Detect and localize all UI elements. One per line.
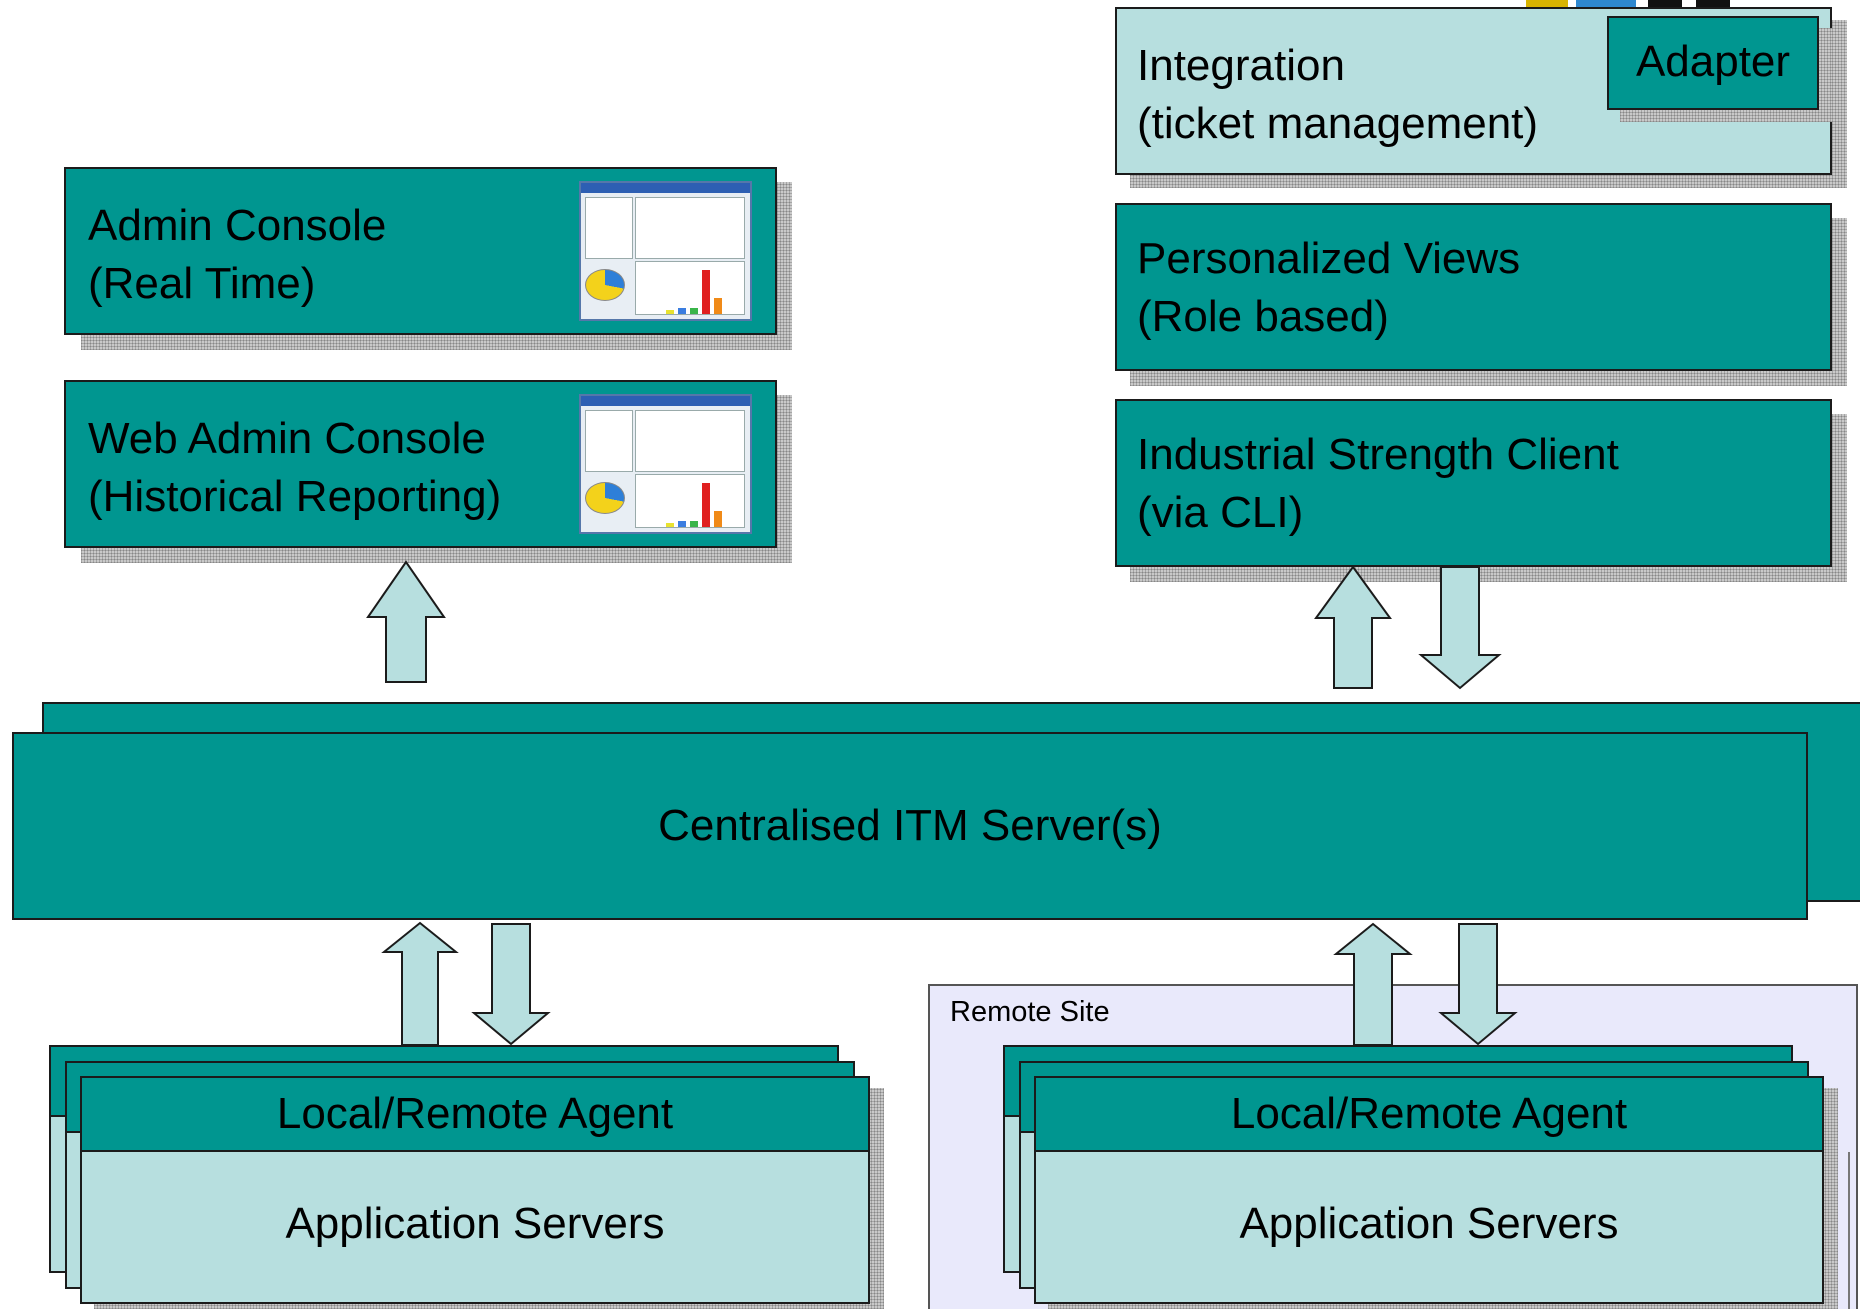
local-remote-agent-label: Local/Remote Agent <box>276 1089 674 1138</box>
personalized-views-label: Personalized Views (Role based) <box>1137 230 1520 346</box>
itm-server-box: Centralised ITM Server(s) <box>12 732 1808 920</box>
integration-subtitle: (ticket management) <box>1137 99 1539 148</box>
up-arrow-icon <box>1314 565 1392 689</box>
industrial-client-title: Industrial Strength Client <box>1137 430 1619 479</box>
personalized-views-title: Personalized Views <box>1137 234 1521 283</box>
admin-console-title: Admin Console <box>88 201 387 250</box>
remote-local-remote-agent-label: Local/Remote Agent <box>1230 1089 1628 1138</box>
web-admin-console-subtitle: (Historical Reporting) <box>88 472 502 521</box>
personalized-views-box: Personalized Views (Role based) <box>1115 203 1832 371</box>
industrial-client-box: Industrial Strength Client (via CLI) <box>1115 399 1832 567</box>
up-arrow-icon <box>366 560 446 683</box>
up-arrow-icon <box>381 921 459 1046</box>
application-servers-label: Application Servers <box>285 1199 665 1248</box>
integration-title: Integration <box>1137 41 1345 90</box>
down-arrow-icon <box>1418 566 1502 690</box>
industrial-client-subtitle: (via CLI) <box>1137 488 1304 537</box>
web-admin-console-box: Web Admin Console (Historical Reporting) <box>64 380 777 548</box>
web-admin-console-label: Web Admin Console (Historical Reporting) <box>88 410 501 526</box>
personalized-views-subtitle: (Role based) <box>1137 292 1389 341</box>
industrial-client-label: Industrial Strength Client (via CLI) <box>1137 426 1619 542</box>
logo-fragment <box>1520 0 1850 10</box>
admin-console-box: Admin Console (Real Time) <box>64 167 777 335</box>
adapter-label: Adapter <box>1635 37 1791 86</box>
remote-site-edge-mark <box>1848 1152 1852 1309</box>
integration-label: Integration (ticket management) <box>1137 37 1538 153</box>
remote-site-label: Remote Site <box>950 996 1110 1028</box>
web-admin-console-title: Web Admin Console <box>88 414 486 463</box>
admin-console-subtitle: (Real Time) <box>88 259 316 308</box>
remote-application-servers-label: Application Servers <box>1239 1199 1619 1248</box>
local-remote-agent-box: Local/Remote Agent <box>80 1076 870 1152</box>
admin-console-label: Admin Console (Real Time) <box>88 197 386 313</box>
web-admin-console-screenshot-icon <box>579 394 752 534</box>
remote-local-remote-agent-box: Local/Remote Agent <box>1034 1076 1824 1152</box>
down-arrow-icon <box>471 923 551 1046</box>
itm-server-label: Centralised ITM Server(s) <box>658 801 1162 850</box>
admin-console-screenshot-icon <box>579 181 752 321</box>
adapter-box: Adapter <box>1607 16 1819 110</box>
